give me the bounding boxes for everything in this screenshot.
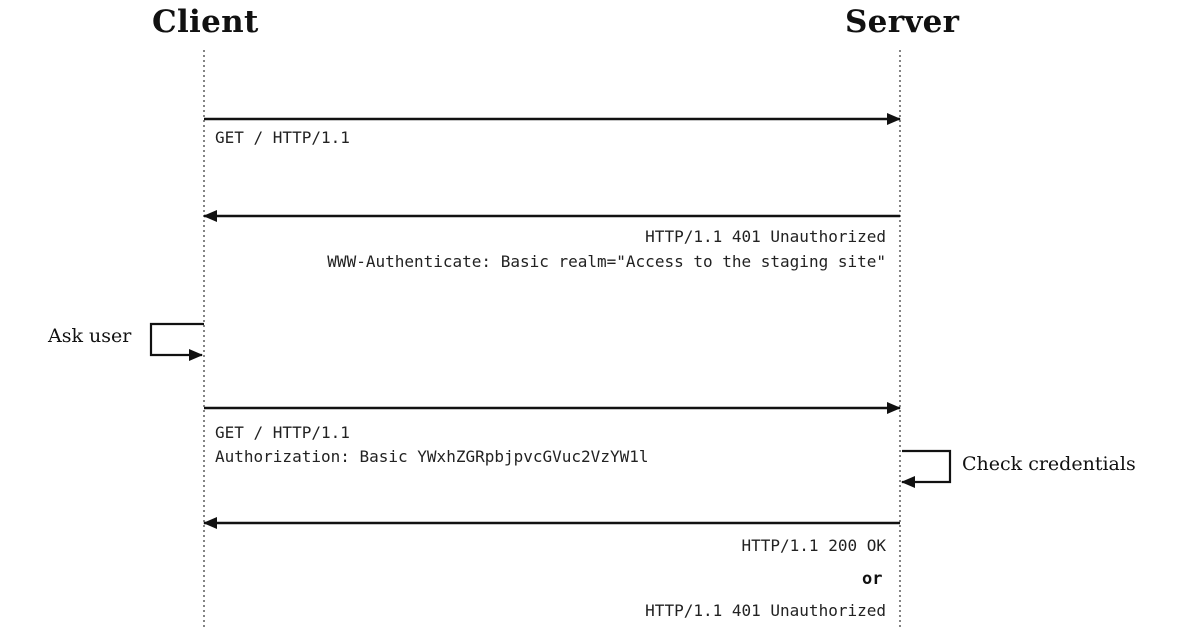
www-authenticate-header: WWW-Authenticate: Basic realm="Access to… <box>327 252 886 271</box>
authorization-header: Authorization: Basic YWxhZGRpbjpvcGVuc2V… <box>215 447 649 466</box>
ask-user-note: Ask user <box>48 325 132 347</box>
response-401-alt: HTTP/1.1 401 Unauthorized <box>645 601 886 620</box>
request-2-line: GET / HTTP/1.1 <box>215 423 350 442</box>
check-credentials-self-arrow <box>901 449 952 488</box>
request-1-line: GET / HTTP/1.1 <box>215 128 350 147</box>
client-actor-label: Client <box>152 4 259 40</box>
or-separator: or <box>862 569 883 589</box>
ask-user-self-arrow <box>149 322 204 361</box>
server-actor-label: Server <box>845 4 960 40</box>
response-200-ok: HTTP/1.1 200 OK <box>741 536 887 555</box>
check-credentials-note: Check credentials <box>962 453 1136 475</box>
response-401-status: HTTP/1.1 401 Unauthorized <box>645 227 886 246</box>
